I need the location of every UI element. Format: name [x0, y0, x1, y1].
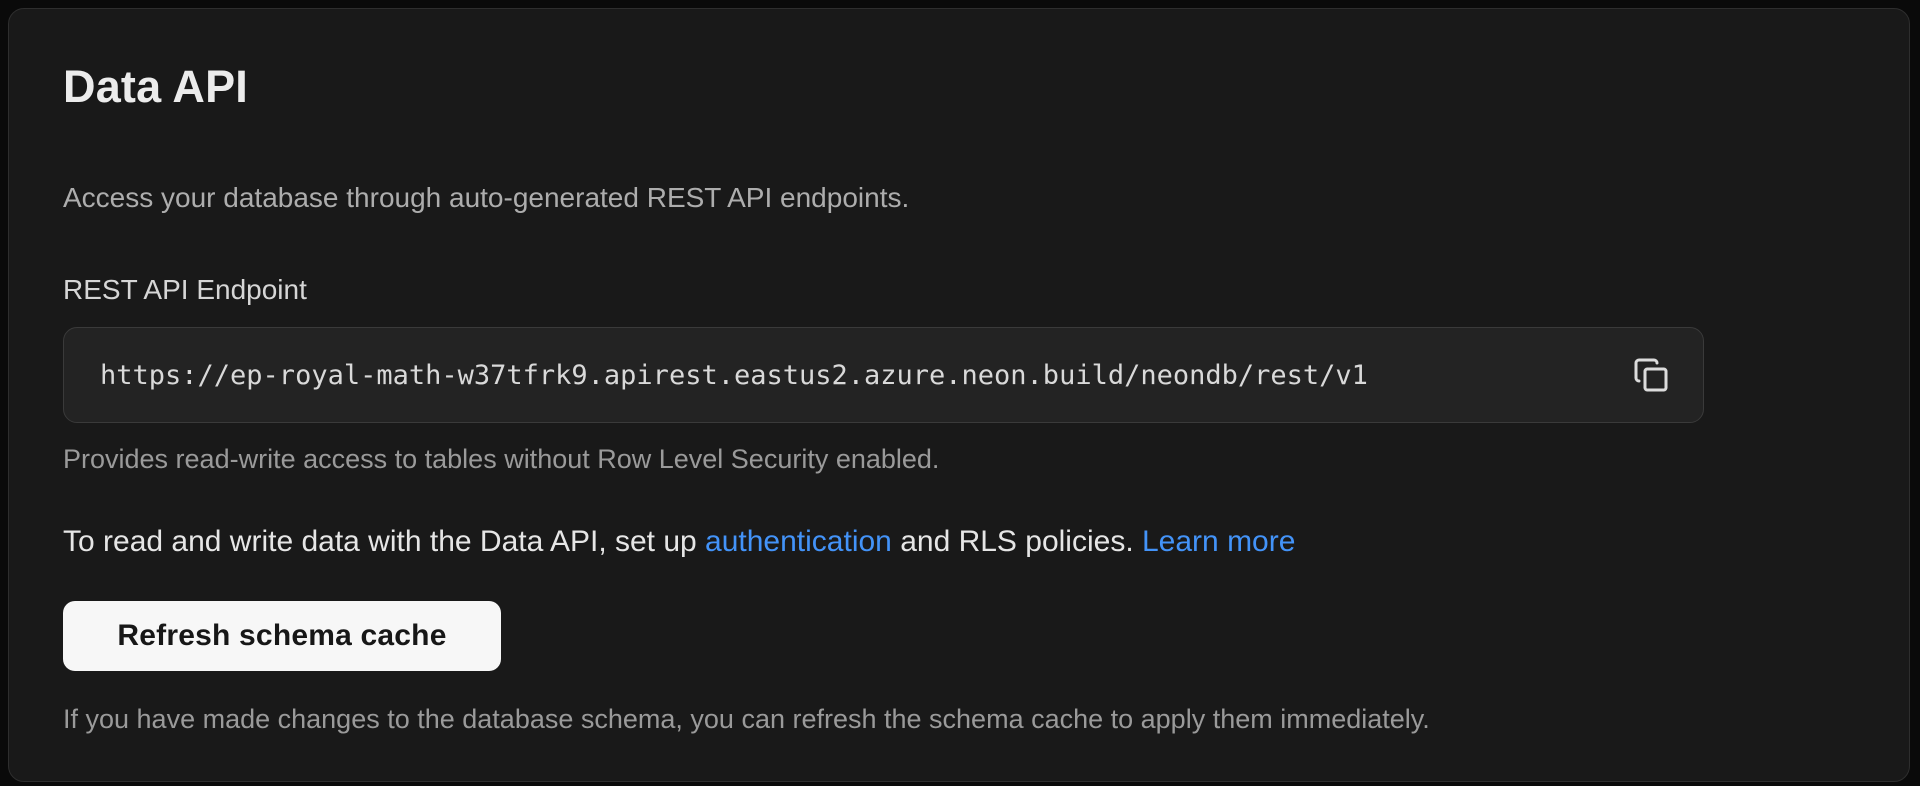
data-api-card: Data API Access your database through au… [8, 8, 1910, 782]
endpoint-helper-text: Provides read-write access to tables wit… [63, 444, 940, 474]
rls-note-text-before: To read and write data with the Data API… [63, 525, 706, 558]
refresh-schema-cache-button[interactable]: Refresh schema cache [63, 601, 501, 671]
authentication-link[interactable]: authentication [705, 525, 892, 558]
rls-note: To read and write data with the Data API… [63, 523, 1855, 561]
copy-button[interactable] [1627, 351, 1675, 399]
rest-api-endpoint-label: REST API Endpoint [63, 274, 307, 305]
rls-note-text-middle: and RLS policies. [891, 525, 1142, 558]
learn-more-link[interactable]: Learn more [1142, 525, 1296, 558]
refresh-helper-text: If you have made changes to the database… [63, 704, 1430, 734]
rest-api-endpoint-field: https://ep-royal-math-w37tfrk9.apirest.e… [63, 327, 1704, 423]
page-description: Access your database through auto-genera… [63, 182, 910, 213]
rest-api-endpoint-url[interactable]: https://ep-royal-math-w37tfrk9.apirest.e… [100, 359, 1368, 391]
copy-icon [1633, 357, 1669, 393]
page-title: Data API [63, 61, 248, 112]
